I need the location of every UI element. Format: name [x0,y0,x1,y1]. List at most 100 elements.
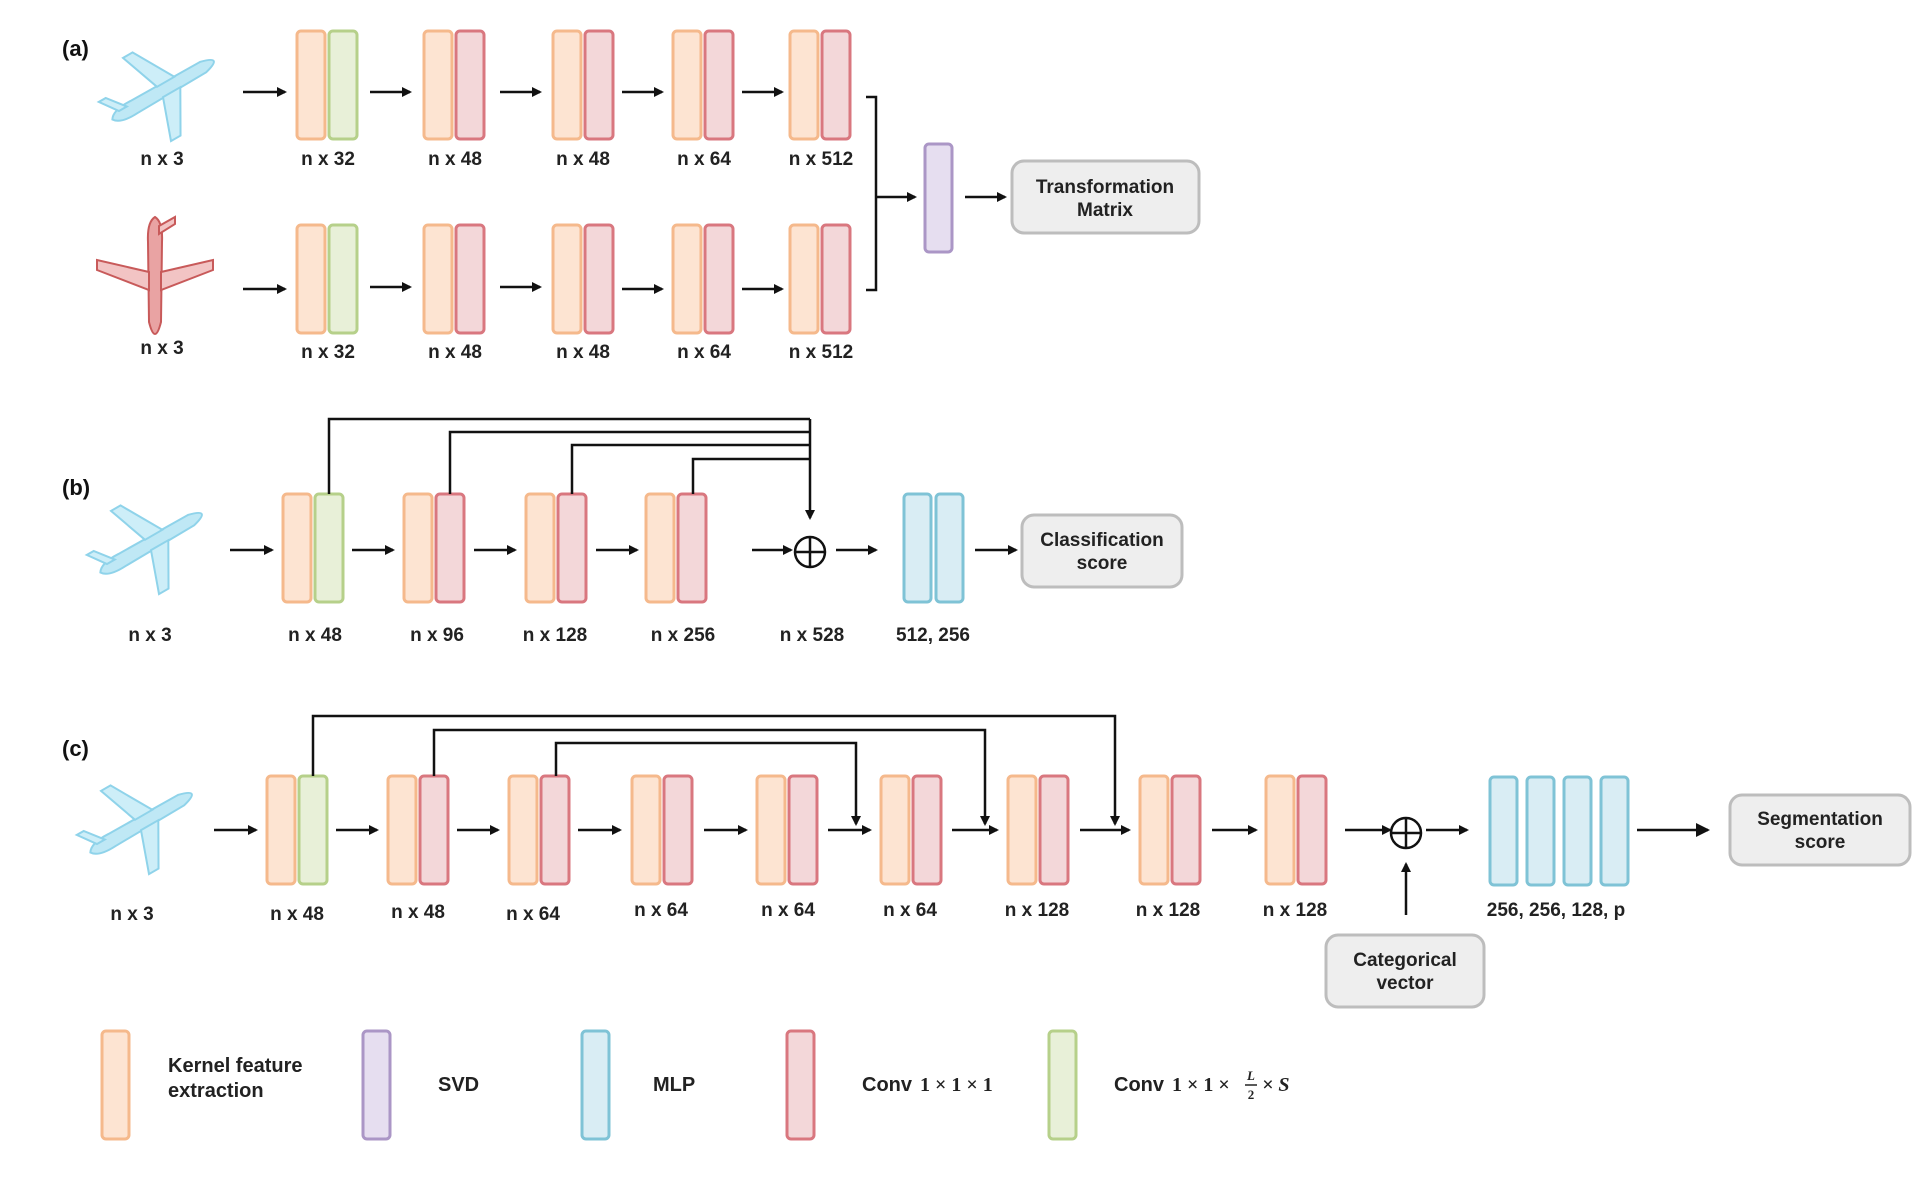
conv-111-block [703,29,735,141]
kernel-block [630,774,662,886]
classification-score-box [1020,513,1184,589]
mlp-block [1599,775,1630,887]
dim-label: n x 512 [789,342,853,363]
dim-label: 512, 256 [896,625,970,646]
kernel-block [788,29,820,141]
kernel-block [551,29,583,141]
legend-convS-math-b: × S [1262,1074,1290,1096]
conv-111-block [662,774,694,886]
legend-convS-frac-den: 2 [1248,1087,1255,1102]
airplane-icon [96,51,215,143]
categorical-vector-box [1324,933,1486,1009]
legend-convS-swatch [1047,1029,1078,1141]
kernel-block [386,774,418,886]
kernel-block [1264,774,1296,886]
airplane-icon-red [96,215,214,336]
categorical-vector-line1: Categorical [1353,950,1456,971]
kernel-block [402,492,434,604]
skip-connection [570,443,810,494]
conv-111-block [1296,774,1328,886]
legend-mlp-swatch [580,1029,611,1141]
segmentation-score-line2: score [1795,832,1846,853]
dim-label: n x 48 [288,625,342,646]
panel-a-tag: (a) [62,36,89,61]
transformation-matrix-box [1010,159,1201,235]
merge-bracket [866,95,878,292]
legend-kernel-label-line2: extraction [168,1080,264,1102]
transformation-matrix-line2: Matrix [1077,200,1133,221]
legend-convS-frac-num: L [1246,1068,1255,1083]
legend-conv111-label: Conv [862,1074,913,1096]
dim-label: n x 64 [677,342,731,363]
panel-b-tag: (b) [62,475,90,500]
conv-111-block [676,492,708,604]
airplane-icon [84,504,203,596]
dim-label: n x 32 [301,149,355,170]
conv-111-block [787,774,819,886]
dim-label: n x 256 [651,625,715,646]
concat-icon [793,535,827,569]
dim-label: n x 3 [140,149,183,170]
dim-label: n x 64 [677,149,731,170]
conv-111-block [583,29,615,141]
mlp-block [1525,775,1556,887]
dim-label: n x 32 [301,342,355,363]
skip-connection [691,457,810,494]
dim-label: n x 48 [428,342,482,363]
dim-label: n x 64 [761,900,815,921]
categorical-vector-line2: vector [1376,973,1434,994]
dim-label: n x 64 [506,904,560,925]
mlp-block [1488,775,1519,887]
dim-label: n x 64 [634,900,688,921]
conv-s-block [297,774,329,886]
legend-svd-swatch [361,1029,392,1141]
kernel-block [788,223,820,335]
dim-label: n x 128 [523,625,587,646]
mlp-block [902,492,933,604]
skip-connection [432,728,990,826]
panel-c-tag: (c) [62,736,89,761]
kernel-block [422,223,454,335]
kernel-block [295,223,327,335]
legend-mlp-label: MLP [653,1074,695,1096]
dim-label: n x 64 [883,900,937,921]
segmentation-score-box [1728,793,1912,867]
skip-connection [448,430,810,494]
kernel-block [1006,774,1038,886]
legend-conv111-swatch [785,1029,816,1141]
kernel-block [281,492,313,604]
kernel-block [671,223,703,335]
dim-label: n x 3 [140,338,183,359]
legend-convS-math-a: 1 × 1 × [1172,1074,1230,1096]
conv-111-block [703,223,735,335]
concat-icon [1389,816,1423,850]
conv-111-block [583,223,615,335]
legend-svd-label: SVD [438,1074,479,1096]
kernel-block [422,29,454,141]
conv-111-block [434,492,466,604]
dim-label: n x 48 [428,149,482,170]
dim-label: n x 96 [410,625,464,646]
dim-label: n x 3 [110,904,153,925]
kernel-block [265,774,297,886]
dim-label: n x 128 [1005,900,1069,921]
transformation-matrix-line1: Transformation [1036,177,1174,198]
legend-convS-label: Conv [1114,1074,1165,1096]
skip-connection [554,741,861,826]
airplane-icon [74,784,193,876]
conv-111-block [539,774,571,886]
kernel-block [295,29,327,141]
dim-label: n x 48 [391,902,445,923]
kernel-block [507,774,539,886]
conv-111-block [454,29,486,141]
conv-111-block [556,492,588,604]
conv-s-block [327,223,359,335]
conv-111-block [911,774,943,886]
conv-111-block [1038,774,1070,886]
skip-connection [311,714,1120,826]
conv-111-block [1170,774,1202,886]
kernel-block [671,29,703,141]
legend-kernel-swatch [100,1029,131,1141]
